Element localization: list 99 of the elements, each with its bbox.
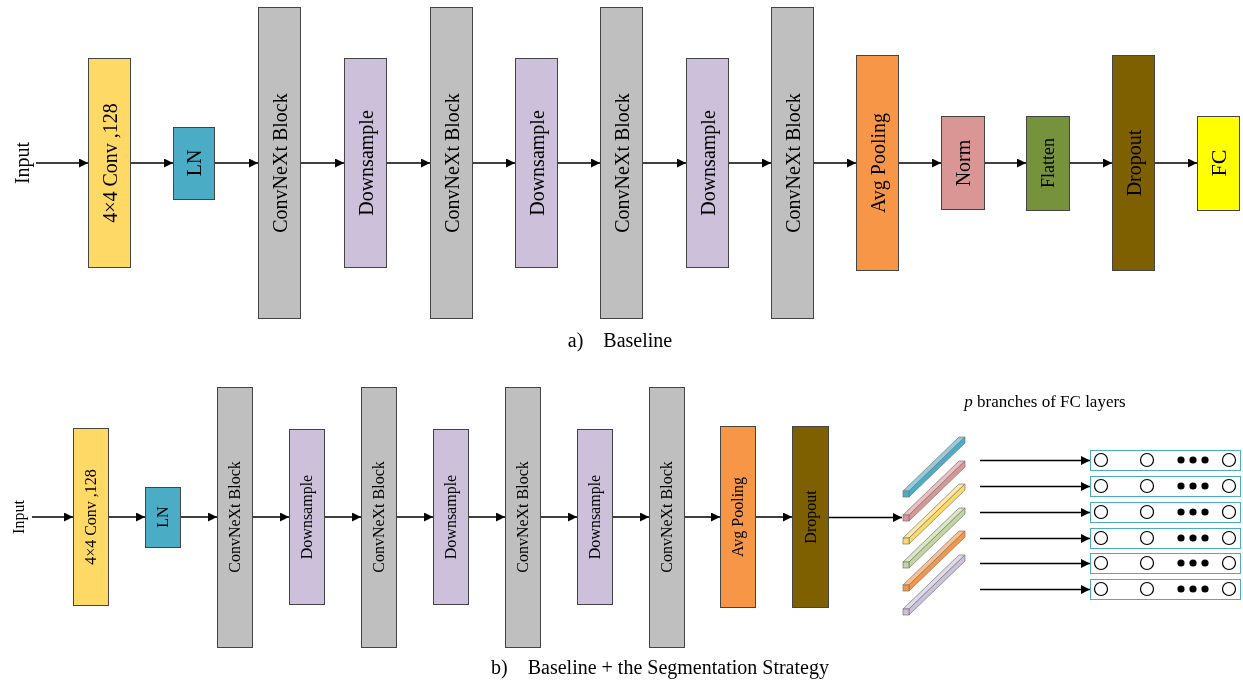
arrow (1069, 158, 1113, 168)
arrow (386, 158, 431, 168)
arrow (984, 158, 1027, 168)
input-label: Input (10, 141, 34, 185)
arrow (180, 512, 218, 522)
layer-bar (902, 436, 966, 498)
layer-block (217, 386, 253, 648)
arrow (612, 512, 650, 522)
layer-block (289, 429, 325, 605)
block-label: Avg Pooling (866, 112, 889, 214)
block-label: Avg Pooling (729, 476, 747, 558)
layer-block (771, 7, 814, 319)
block-label: Dropout (1122, 129, 1145, 197)
fc-layer-box (1090, 450, 1241, 471)
block-label: Downsample (525, 110, 548, 216)
block-label: Downsample (696, 110, 719, 216)
annotation-text: p branches of FC layers (964, 392, 1126, 412)
layer-block (649, 386, 685, 648)
block-label: LN (182, 149, 206, 177)
arrow (979, 559, 1091, 568)
arrow (468, 512, 506, 522)
layer-block (1197, 115, 1240, 211)
panel-caption: a) Baseline (567, 328, 673, 352)
block-label: Dropout (801, 490, 820, 544)
layer-bar (902, 483, 966, 545)
block-label: ConvNeXt Block (370, 461, 388, 573)
arrow (642, 158, 687, 168)
block-label: 4×4 Conv ,128 (98, 103, 121, 223)
arrow (979, 456, 1091, 465)
layer-block (258, 7, 301, 319)
block-label: ConvNeXt Block (514, 461, 532, 573)
layer-block (361, 386, 397, 648)
arrow (755, 512, 793, 522)
arrow (31, 512, 74, 522)
layer-block (600, 7, 643, 319)
layer-bar (902, 553, 966, 616)
fc-layer-box (1090, 502, 1241, 523)
block-label: Downsample (354, 110, 377, 216)
arrow (324, 512, 362, 522)
block-label: Downsample (586, 474, 604, 560)
arrow (684, 512, 721, 522)
arrow (396, 512, 434, 522)
arrow (472, 158, 516, 168)
block-label: 4×4 Conv ,128 (82, 469, 100, 565)
arrow (300, 158, 345, 168)
arrow (252, 512, 290, 522)
block-label: Downsample (298, 474, 316, 560)
layer-block (344, 58, 387, 268)
layer-block (433, 429, 469, 605)
layer-bar (902, 506, 966, 569)
arrow (1154, 158, 1198, 168)
arrow (130, 158, 174, 168)
arrow (108, 512, 146, 522)
block-label: LN (154, 506, 172, 528)
block-label: FC (1205, 149, 1232, 177)
layer-block (941, 116, 985, 210)
arrow (979, 585, 1091, 594)
layer-block (720, 426, 756, 608)
block-label: ConvNeXt Block (226, 461, 244, 573)
layer-block (686, 58, 729, 268)
block-label: Norm (951, 139, 975, 187)
arrow (540, 512, 578, 522)
arrow (979, 508, 1091, 517)
layer-block (173, 126, 215, 200)
arrow (979, 482, 1091, 491)
panel-caption: b) Baseline + the Segmentation Strategy (491, 655, 829, 679)
block-label: Flatten (1037, 138, 1059, 188)
arrow (898, 158, 942, 168)
arrow (557, 158, 601, 168)
arrow (728, 158, 772, 168)
fc-layer-box (1090, 553, 1241, 574)
block-label: Downsample (442, 474, 460, 560)
layer-block (73, 428, 109, 606)
layer-block (515, 58, 558, 268)
input-label: Input (10, 500, 28, 534)
block-label: ConvNeXt Block (610, 93, 633, 233)
layer-block (505, 386, 541, 648)
layer-block (1112, 55, 1155, 271)
arrow (214, 158, 259, 168)
block-label: ConvNeXt Block (781, 93, 804, 233)
layer-bar (902, 530, 966, 592)
block-label: ConvNeXt Block (440, 93, 463, 233)
block-label: ConvNeXt Block (658, 461, 676, 573)
layer-block (430, 7, 473, 319)
arrow (813, 158, 857, 168)
fc-layer-box (1090, 476, 1241, 497)
arrow (979, 534, 1091, 543)
layer-block (856, 55, 899, 271)
fc-layer-box (1090, 579, 1241, 600)
layer-block (577, 429, 613, 605)
layer-block (88, 58, 131, 268)
block-label: ConvNeXt Block (268, 93, 291, 233)
layer-bar (902, 459, 966, 522)
layer-block (1026, 115, 1070, 211)
layer-block (145, 486, 181, 548)
layer-block (792, 426, 829, 608)
arrow (828, 513, 903, 522)
arrow (35, 158, 89, 168)
fc-layer-box (1090, 528, 1241, 549)
